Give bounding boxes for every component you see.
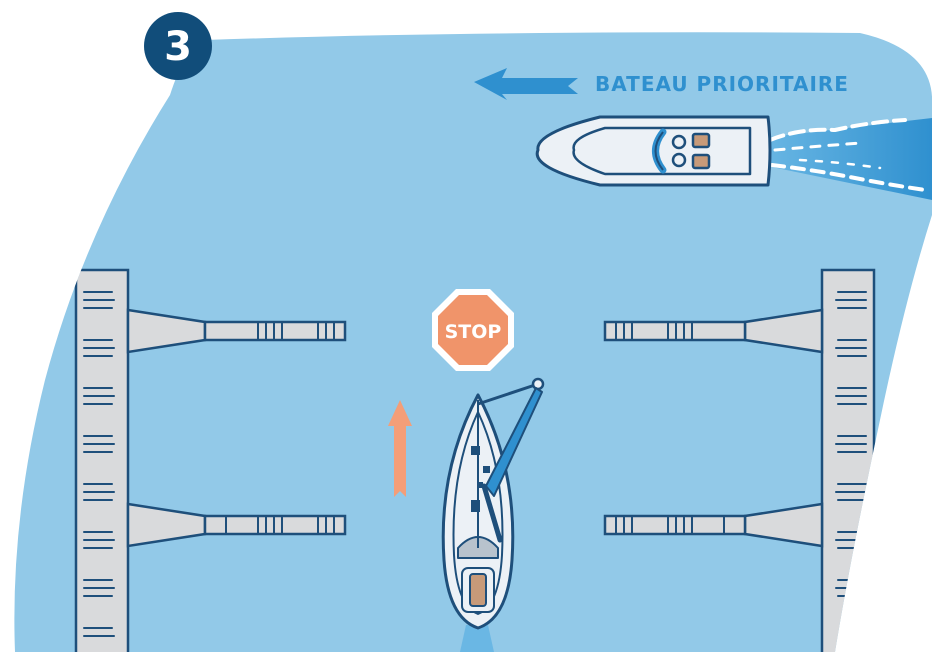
sailboat-wake — [460, 625, 494, 652]
step-badge: 3 — [144, 12, 212, 80]
sailboat-icon — [441, 377, 545, 630]
priority-direction-arrow-icon — [474, 68, 578, 100]
left-pontoon-planks — [83, 291, 115, 637]
motorboat-icon — [535, 115, 772, 187]
right-finger-lower — [603, 502, 824, 548]
boat-wake — [762, 118, 932, 200]
priority-boat-label: BATEAU PRIORITAIRE — [595, 72, 849, 96]
left-finger-lower — [126, 502, 347, 548]
forward-arrow-icon — [388, 400, 412, 497]
left-finger-upper — [126, 308, 347, 354]
stop-sign-icon: STOP — [432, 289, 514, 371]
stop-sign-text: STOP — [445, 321, 502, 343]
left-pontoon-icon — [74, 268, 347, 652]
step-number: 3 — [164, 24, 192, 70]
right-finger-upper — [603, 308, 824, 354]
